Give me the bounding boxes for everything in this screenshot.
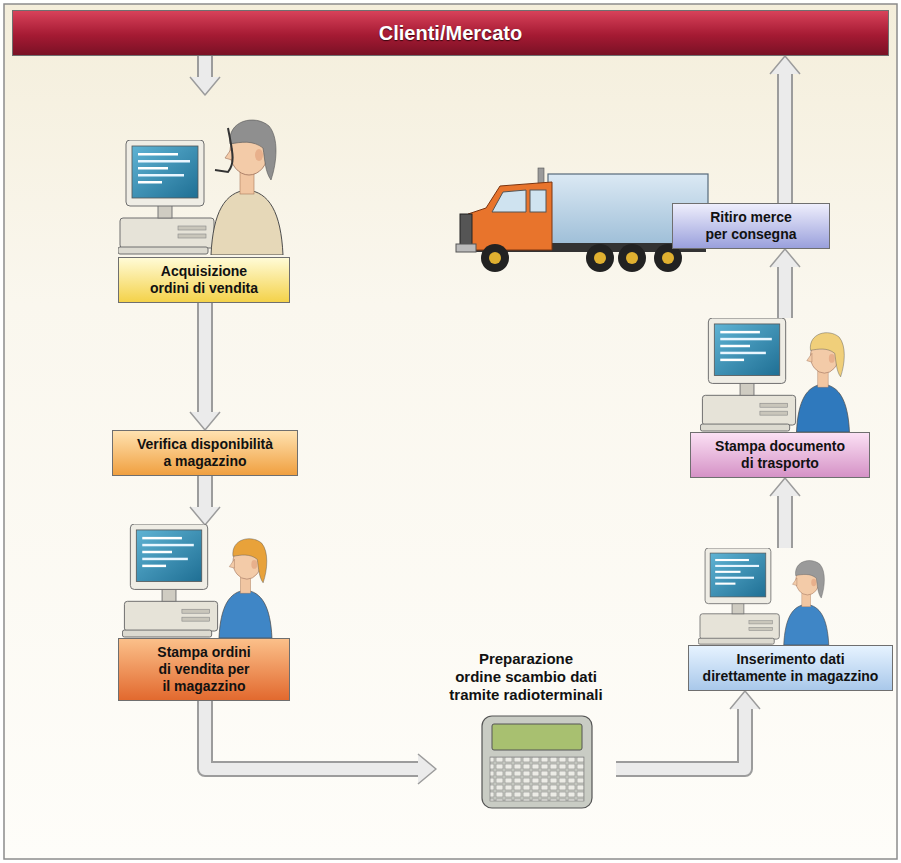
process-box-fill: Acquisizione ordini di vendita (118, 257, 290, 303)
flow-arrow (616, 691, 760, 769)
process-box-fill: Stampa documento di trasporto (690, 432, 870, 478)
arrow-shaft (779, 267, 791, 318)
node-text: Stampa documento di trasporto (697, 438, 863, 472)
arrow-shaft (199, 303, 211, 412)
process-box: Inserimento dati direttamente in magazzi… (688, 548, 893, 691)
computer-symbol (700, 318, 795, 431)
computer-workstation (122, 524, 272, 638)
computer-workstation (118, 120, 283, 255)
arrow-shaft (199, 476, 211, 507)
arrow-shaft-outline (197, 56, 213, 77)
operator-figure (796, 333, 849, 432)
operator-figure (784, 561, 829, 645)
arrow-shaft (205, 701, 418, 769)
node-text: Acquisizione ordini di vendita (125, 263, 283, 297)
flow-arrow (190, 303, 220, 430)
process-box: Stampa documento di trasporto (690, 318, 870, 478)
flow-arrow (770, 478, 800, 548)
node-text: Stampa ordini di vendita per il magazzin… (125, 644, 283, 695)
arrow-head (770, 478, 800, 496)
arrow-head (770, 56, 800, 74)
market-band-fill: Clienti/Mercato (12, 10, 889, 56)
radio-terminal (482, 716, 592, 808)
process-box: Ritiro merce per consegna (672, 203, 830, 249)
arrow-head (730, 691, 760, 709)
flow-arrow (770, 56, 800, 203)
market-band: Clienti/Mercato (12, 10, 889, 56)
process-box-fill: Ritiro merce per consegna (672, 203, 830, 249)
arrow-shaft-outline (197, 303, 213, 412)
process-box: Stampa ordini di vendita per il magazzin… (118, 525, 290, 701)
operator-figure (219, 539, 272, 638)
arrow-shaft-outline (777, 267, 793, 318)
process-box: Verifica disponibilità a magazzino (112, 430, 298, 476)
arrow-shaft-outline (777, 496, 793, 548)
arrow-shaft-outline (205, 701, 418, 769)
arrow-head (770, 249, 800, 267)
computer-symbol (122, 524, 217, 637)
arrow-shaft-outline (616, 709, 745, 769)
process-box: Acquisizione ordini di vendita (118, 95, 290, 303)
arrow-shaft (779, 496, 791, 548)
computer-workstation (700, 318, 849, 432)
process-box-fill: Verifica disponibilità a magazzino (112, 430, 298, 476)
arrow-head (190, 412, 220, 430)
arrow-shaft (199, 56, 211, 77)
process-label: Preparazione ordine scambio dati tramite… (436, 650, 616, 814)
arrow-head (190, 77, 220, 95)
computer-workstation (698, 548, 828, 645)
flow-arrow (770, 249, 800, 318)
flow-arrow (190, 56, 220, 95)
arrow-shaft (616, 709, 745, 769)
computer-symbol (118, 140, 214, 254)
arrow-shaft (779, 74, 791, 203)
process-box-fill: Inserimento dati direttamente in magazzi… (688, 645, 893, 691)
arrow-head (418, 754, 436, 784)
flow-arrow (190, 476, 220, 525)
node-text: Preparazione ordine scambio dati tramite… (438, 650, 614, 704)
process-box-fill: Stampa ordini di vendita per il magazzin… (118, 638, 290, 701)
arrow-shaft-outline (777, 74, 793, 203)
computer-symbol (698, 548, 779, 644)
node-text: Inserimento dati direttamente in magazzi… (695, 651, 886, 685)
process-label-fill: Preparazione ordine scambio dati tramite… (436, 650, 616, 704)
arrow-head (190, 507, 220, 525)
delivery-truck (456, 168, 708, 272)
node-text: Verifica disponibilità a magazzino (119, 436, 291, 470)
headset (215, 128, 233, 172)
flow-arrow (205, 701, 436, 784)
node-text: Ritiro merce per consegna (679, 209, 823, 243)
node-text: Clienti/Mercato (19, 21, 882, 45)
operator-figure (211, 120, 283, 255)
arrow-shaft-outline (197, 476, 213, 507)
frame (4, 4, 897, 859)
